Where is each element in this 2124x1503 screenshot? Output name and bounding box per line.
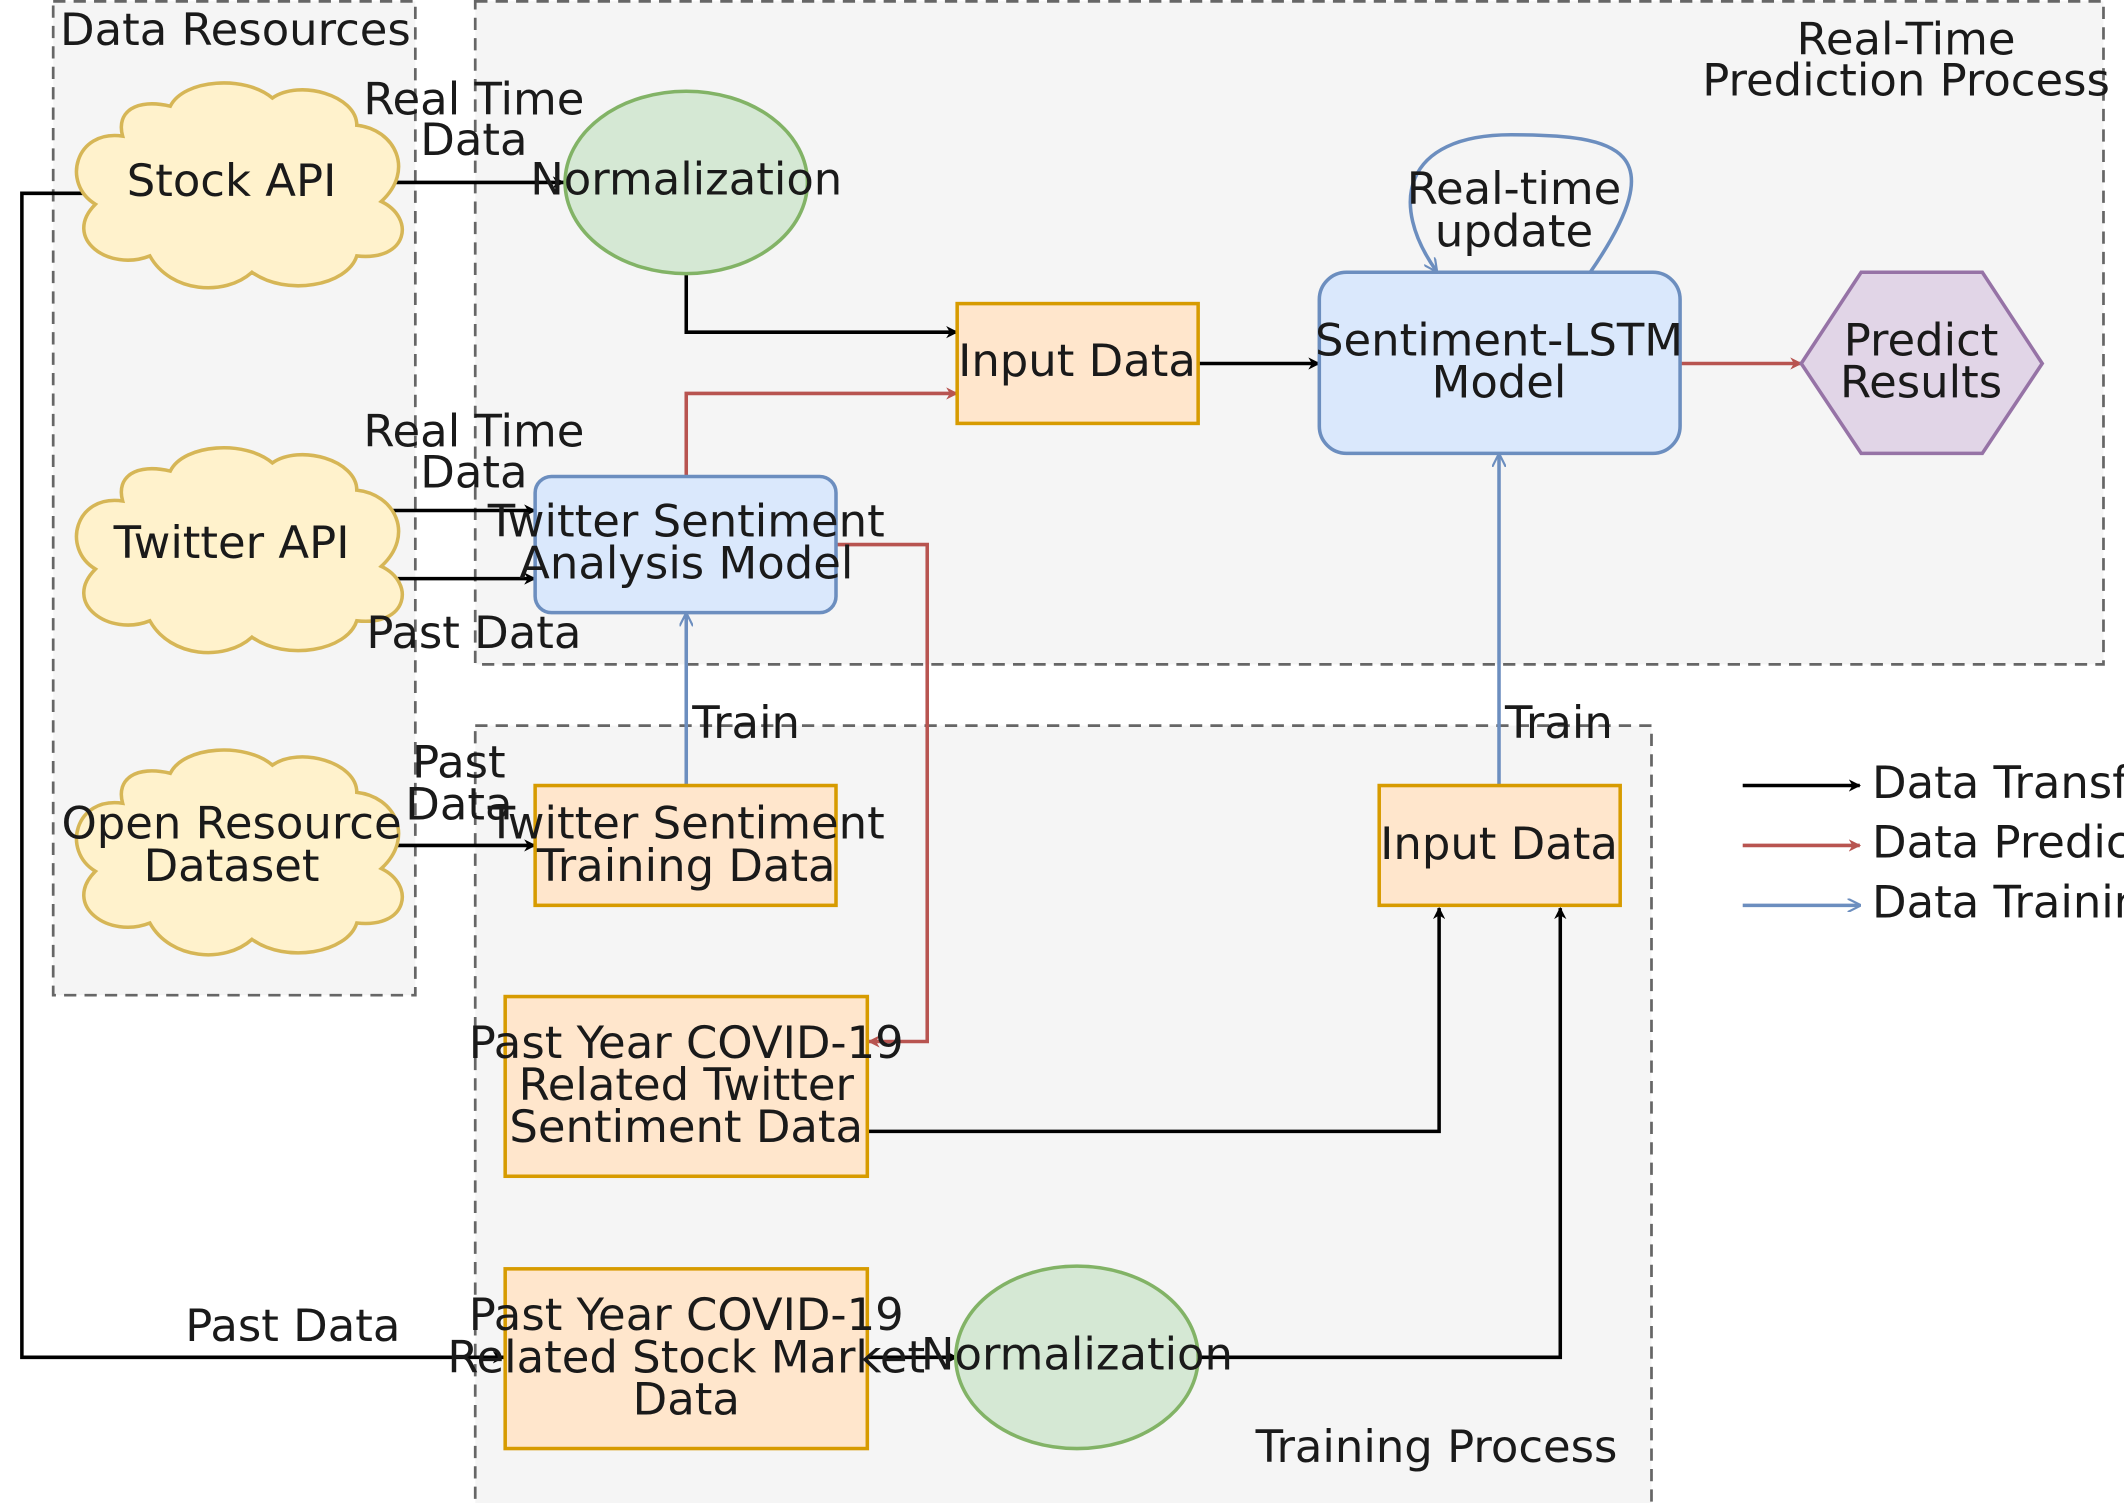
edge-normalization-to-input (684, 272, 959, 339)
stock-api-label: Stock API (127, 154, 337, 207)
tstd-label-line1: Twitter Sentiment (487, 797, 885, 850)
edge-label-past-open-line2: Data (405, 778, 512, 831)
predict-results-node: Predict Results (1799, 270, 2045, 456)
edge-label-realtime-update-line1: Real-time (1407, 162, 1621, 215)
covid-twitter-label-line1: Past Year COVID-19 (469, 1016, 904, 1069)
edge-label-realtime-stock-line2: Data (420, 113, 527, 166)
predict-label-line2: Results (1840, 356, 2002, 409)
normalization-node-bottom: Normalization (921, 1264, 1233, 1451)
edge-lstm-realtime-update-loop (1408, 133, 1634, 273)
group-title-training: Training Process (1255, 1420, 1618, 1473)
group-title-data-resources: Data Resources (60, 3, 411, 56)
input-data-top-label: Input Data (958, 334, 1196, 387)
legend-prediction-label: Data Prediction (1872, 816, 2124, 869)
edge-label-past-stock: Past Data (185, 1299, 400, 1352)
normalization-top-label: Normalization (530, 153, 842, 206)
edge-normalization-to-input-bottom (1198, 906, 1567, 1360)
open-resource-dataset-cloud: Open Resource Dataset (61, 748, 405, 957)
covid-twitter-sentiment-data-node: Past Year COVID-19 Related Twitter Senti… (469, 994, 904, 1179)
open-resource-label-line2: Dataset (144, 839, 320, 892)
covid-twitter-label-line2: Related Twitter (519, 1058, 855, 1111)
covid-stock-market-data-node: Past Year COVID-19 Related Stock Market … (447, 1267, 925, 1451)
twitter-api-cloud: Twitter API (74, 446, 405, 655)
edge-label-past-twitter: Past Data (366, 606, 581, 659)
covid-stock-label-line2: Related Stock Market (447, 1330, 925, 1383)
tsam-label-line1: Twitter Sentiment (487, 494, 885, 547)
edge-label-realtime-twitter-line2: Data (420, 445, 527, 498)
group-title-realtime-line1: Real-Time (1797, 12, 2016, 65)
covid-stock-label-line1: Past Year COVID-19 (469, 1288, 904, 1341)
normalization-node-top: Normalization (530, 89, 842, 276)
tstd-label-line2: Training Data (536, 839, 836, 892)
lstm-label-line1: Sentiment-LSTM (1315, 313, 1683, 366)
edge-tsam-to-input (684, 387, 959, 477)
edge-stock-to-covid-stock (20, 191, 506, 1364)
covid-stock-label-line3: Data (633, 1373, 740, 1426)
input-data-node-bottom: Input Data (1377, 783, 1622, 908)
edge-label-realtime-twitter-line1: Real Time (363, 405, 584, 458)
edge-label-train-right: Train (1504, 696, 1613, 749)
legend: Data Transfer Data Prediction Data Train… (1742, 756, 2124, 929)
twitter-api-label: Twitter API (113, 516, 350, 569)
tsam-label-line2: Analysis Model (519, 537, 853, 590)
input-data-bottom-label: Input Data (1380, 817, 1618, 870)
predict-label-line1: Predict (1844, 313, 1999, 366)
edge-label-realtime-stock-line1: Real Time (363, 72, 584, 125)
edge-tsam-to-covid-twitter (836, 542, 929, 1048)
input-data-node-top: Input Data (955, 301, 1200, 426)
open-resource-label-line1: Open Resource (61, 797, 401, 850)
edge-label-realtime-update-line2: update (1435, 204, 1593, 257)
edge-label-train-left: Train (691, 696, 800, 749)
sentiment-lstm-model-node: Sentiment-LSTM Model (1315, 270, 1683, 456)
legend-transfer-label: Data Transfer (1872, 756, 2124, 809)
normalization-bottom-label: Normalization (921, 1328, 1233, 1381)
edge-label-past-open-line1: Past (412, 735, 506, 788)
covid-twitter-label-line3: Sentiment Data (509, 1100, 863, 1153)
twitter-sentiment-analysis-model-node: Twitter Sentiment Analysis Model (487, 474, 885, 615)
edge-covid-twitter-to-input (867, 906, 1446, 1134)
legend-training-label: Data Training (1872, 876, 2124, 929)
stock-api-cloud: Stock API (74, 81, 405, 290)
lstm-label-line2: Model (1432, 356, 1567, 409)
twitter-sentiment-training-data-node: Twitter Sentiment Training Data (487, 783, 885, 908)
group-title-realtime-line2: Prediction Process (1702, 53, 2110, 106)
